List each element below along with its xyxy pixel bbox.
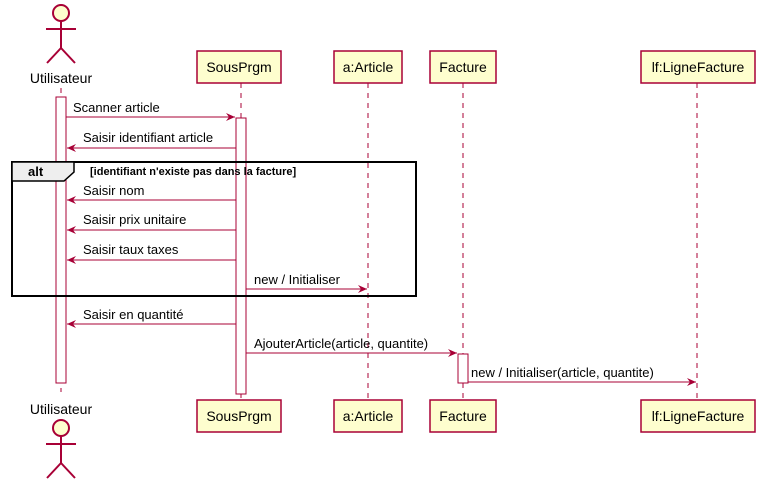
participant-article-bottom: a:Article [333,399,403,433]
actor-label: Utilisateur [30,401,93,417]
participant-label: lf:LigneFacture [652,59,745,75]
participant-label: lf:LigneFacture [652,408,745,424]
actor-utilisateur-bottom: Utilisateur [30,401,93,479]
message-9: new / Initialiser(article, quantite) [468,365,696,386]
participant-lignefacture-top: lf:LigneFacture [640,50,756,84]
activation-facture [457,353,469,384]
alt-condition: [identifiant n'existe pas dans la factur… [90,166,297,178]
message-label: Saisir nom [83,183,144,198]
actor-utilisateur-top: Utilisateur [30,4,93,86]
activation-utilisateur [55,96,67,384]
message-2: Saisir identifiant article [67,130,236,152]
message-4: Saisir prix unitaire [67,212,236,234]
activation-sousprgm [235,117,247,395]
participant-article-top: a:Article [333,50,403,84]
participant-lignefacture-bottom: lf:LigneFacture [640,399,756,433]
message-3: Saisir nom [67,183,236,204]
message-6: new / Initialiser [246,272,367,293]
message-1: Scanner article [66,100,235,121]
alt-keyword: alt [28,164,44,179]
message-7: Saisir en quantité [67,307,236,328]
message-label: Saisir en quantité [83,307,183,322]
message-5: Saisir taux taxes [67,242,236,264]
participant-label: Facture [439,408,487,424]
message-label: Scanner article [73,100,160,115]
message-label: Saisir prix unitaire [83,212,186,227]
participant-label: a:Article [343,408,394,424]
participant-label: Facture [439,59,487,75]
actor-icon [46,4,76,64]
participant-sousprgm-bottom: SousPrgm [196,399,282,433]
participant-label: SousPrgm [206,408,271,424]
participant-label: a:Article [343,59,394,75]
actor-icon [46,419,76,479]
alt-fragment: alt [identifiant n'existe pas dans la fa… [11,161,417,297]
message-label: AjouterArticle(article, quantite) [254,336,428,351]
message-label: new / Initialiser [254,272,341,287]
message-8: AjouterArticle(article, quantite) [246,336,457,357]
participant-facture-top: Facture [429,50,497,84]
message-label: Saisir taux taxes [83,242,179,257]
message-label: new / Initialiser(article, quantite) [471,365,654,380]
participant-sousprgm-top: SousPrgm [196,50,282,84]
actor-label: Utilisateur [30,70,93,86]
participant-facture-bottom: Facture [429,399,497,433]
participant-label: SousPrgm [206,59,271,75]
message-label: Saisir identifiant article [83,130,213,145]
